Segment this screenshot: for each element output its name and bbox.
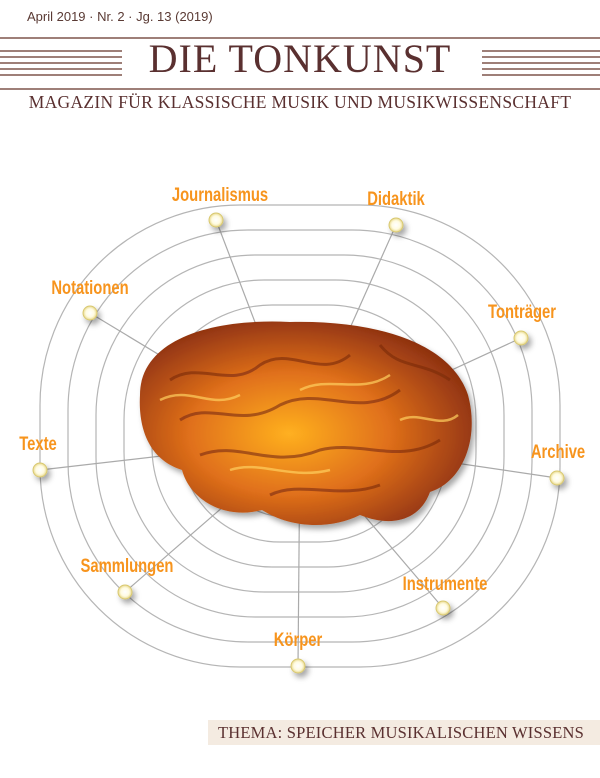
- theme-banner: THEMA: SPEICHER MUSIKALISCHEN WISSENS: [208, 720, 600, 745]
- label-tontraeger: Tonträger: [488, 301, 556, 322]
- label-sammlungen: Sammlungen: [81, 555, 174, 576]
- label-instrumente: Instrumente: [403, 573, 488, 594]
- node-notationen: [82, 305, 98, 321]
- label-notationen: Notationen: [51, 277, 128, 298]
- node-instrumente: [435, 600, 451, 616]
- node-texte: [32, 462, 48, 478]
- masthead-rule-bottom: [0, 88, 600, 90]
- label-archive: Archive: [531, 441, 585, 462]
- network-nodes: [32, 212, 565, 674]
- label-texte: Texte: [19, 433, 57, 454]
- node-tontraeger: [513, 330, 529, 346]
- theme-banner-text: THEMA: SPEICHER MUSIKALISCHEN WISSENS: [218, 723, 585, 742]
- brain-image: [139, 321, 472, 526]
- magazine-title: DIE TONKUNST: [148, 36, 452, 81]
- label-didaktik: Didaktik: [367, 188, 425, 209]
- label-koerper: Körper: [274, 629, 323, 650]
- masthead-rule-top: [0, 37, 600, 39]
- node-journalismus: [208, 212, 224, 228]
- magazine-subtitle: MAGAZIN FÜR KLASSISCHE MUSIK UND MUSIKWI…: [28, 92, 572, 112]
- node-sammlungen: [117, 584, 133, 600]
- brain-network-illustration: Journalismus Didaktik Notationen Tonträg…: [19, 184, 585, 674]
- node-didaktik: [388, 217, 404, 233]
- node-archive: [549, 470, 565, 486]
- node-koerper: [290, 658, 306, 674]
- issue-info: April 2019 · Nr. 2 · Jg. 13 (2019): [27, 9, 213, 24]
- label-journalismus: Journalismus: [172, 184, 268, 205]
